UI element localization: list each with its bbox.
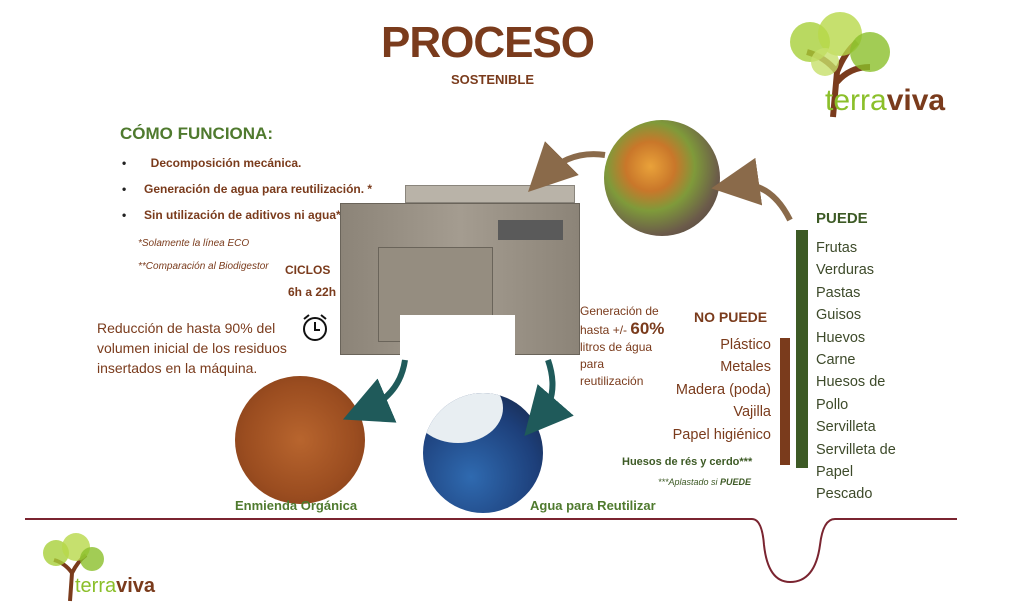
- tree-icon: [790, 12, 890, 118]
- arrow-icon: [711, 157, 793, 222]
- water-label: Agua para Reutilizar: [530, 498, 656, 513]
- page-title: PROCESO: [380, 18, 595, 67]
- water-generation-text: Generación de hasta +/- 60% litros de ág…: [580, 304, 665, 388]
- bullet-item: •Generación de agua para reutilización. …: [122, 182, 373, 196]
- terraviva-logo: terraviva: [785, 12, 1000, 122]
- cycles-label: CICLOS: [285, 263, 331, 277]
- composting-machine-image: [340, 185, 580, 355]
- terraviva-logo-small: terraviva: [40, 533, 180, 603]
- bullet-item: • Decomposición mecánica.: [122, 156, 302, 170]
- divider-line: [25, 518, 957, 584]
- logo-text-b: viva: [886, 84, 946, 117]
- no-puede-title: NO PUEDE: [694, 309, 768, 325]
- footnote: *Solamente la línea ECO: [138, 238, 250, 249]
- page-subtitle: SOSTENIBLE: [450, 72, 535, 87]
- arrow-icon: [528, 141, 606, 192]
- logo-text-a: terra: [825, 84, 887, 117]
- puede-bar: [796, 230, 808, 468]
- crushed-note: ***Aplastado si PUEDE: [658, 477, 752, 487]
- arrow-icon: [524, 359, 574, 437]
- footnote: **Comparación al Biodigestor: [138, 261, 269, 272]
- tree-icon: [43, 533, 104, 602]
- no-puede-bar: [780, 338, 790, 465]
- puede-title: PUEDE: [816, 210, 868, 227]
- alarm-clock-icon: [303, 314, 327, 341]
- bullet-item: •Sin utilización de aditivos ni agua**: [122, 208, 346, 222]
- compost-label: Enmienda Orgánica: [235, 498, 358, 513]
- water-image: [423, 393, 543, 513]
- food-waste-image: [604, 120, 720, 236]
- arrow-icon: [342, 359, 408, 423]
- bones-note: Huesos de rés y cerdo***: [622, 456, 753, 468]
- cycles-range: 6h a 22h: [288, 285, 337, 299]
- how-it-works-title: CÓMO FUNCIONA:: [120, 124, 273, 143]
